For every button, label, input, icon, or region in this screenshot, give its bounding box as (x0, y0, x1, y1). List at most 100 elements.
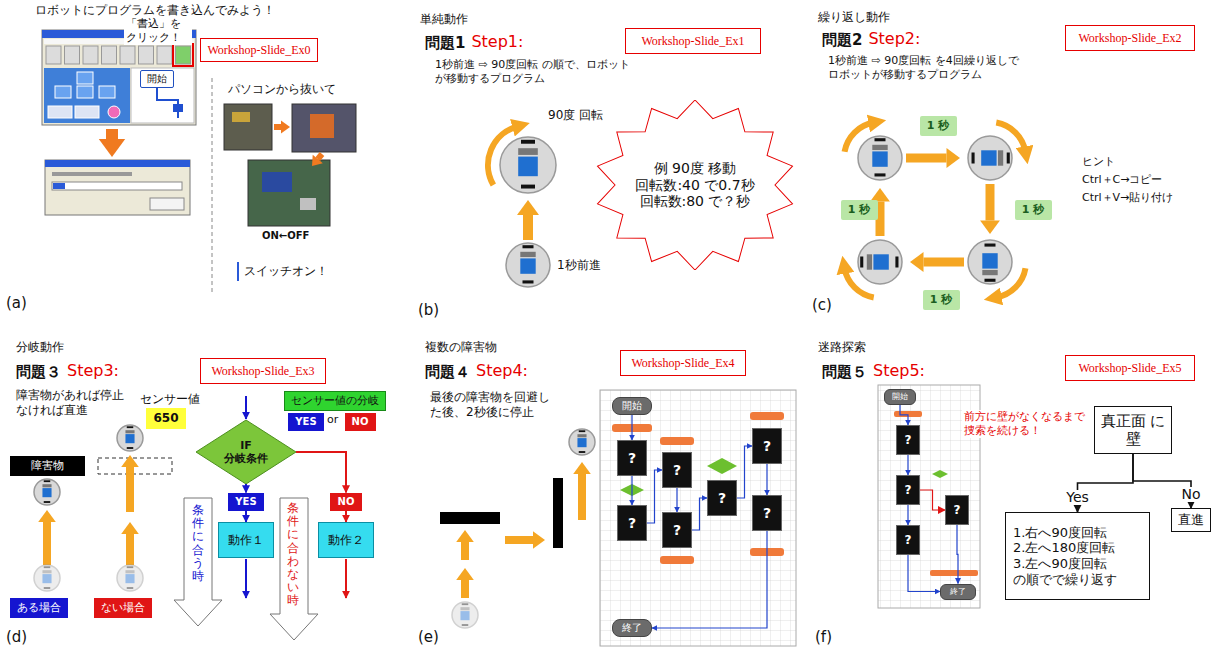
right-button (99, 86, 115, 98)
node-text: ? (673, 462, 681, 479)
loop-block (660, 556, 694, 564)
text-label: 問題３ (16, 363, 61, 382)
obstacle-bar: 障害物 (10, 456, 85, 476)
node-text: Workshop-Slide_Ex4 (631, 356, 734, 370)
robot-sensor (982, 270, 997, 275)
text-label: 問題1 (425, 34, 465, 53)
edge-label: Yes (1064, 490, 1091, 505)
connector (907, 455, 908, 475)
node-text: ? (628, 515, 636, 532)
cable-photo (224, 104, 272, 150)
terminal-block: 開始 (612, 397, 652, 415)
terminal-block: 終了 (612, 619, 652, 637)
robot-icon (858, 240, 902, 284)
robot-bumper (579, 451, 586, 453)
node-text: ? (905, 433, 912, 447)
time-tag: 1 秒 (841, 200, 878, 220)
vertical-note: 条件に合わない時 (287, 502, 299, 608)
connector (766, 464, 767, 495)
move-arrow (106, 129, 118, 139)
text-label: (e) (418, 628, 439, 647)
robot-sensor (518, 148, 538, 155)
text-label: 1秒前進 (557, 258, 601, 273)
node-text: 650 (153, 411, 178, 425)
progress-fill (53, 183, 65, 189)
terminal-block: 開始 (884, 389, 916, 405)
action-list: 1.右へ90度回転2.左へ180度回転3.左へ90度回転の順でで繰り返す (1005, 512, 1150, 600)
node-text: IF (240, 439, 252, 452)
move-arrow-head (456, 530, 474, 542)
move-arrow-head (533, 531, 545, 549)
move-arrow-head (38, 510, 56, 522)
robot-icon (34, 565, 60, 591)
robot-bumper (44, 587, 51, 589)
step-tag: Step1: (471, 32, 523, 52)
node-text: 1.右へ90度回転 (1013, 525, 1107, 541)
robot-bumper (985, 279, 996, 282)
text-label: (b) (418, 301, 439, 320)
move-arrow (578, 474, 586, 520)
yes-tag: YES (228, 493, 264, 511)
node-text: 動作１ (228, 533, 264, 547)
toolbar-icon (157, 46, 172, 64)
slide-tag: Workshop-Slide_Ex2 (1065, 25, 1195, 51)
no-tag: NO (330, 493, 362, 511)
text-label: or (327, 413, 338, 427)
robot-board (577, 438, 586, 447)
robot-body (858, 136, 902, 180)
node-text: 2.左へ180度回転 (1013, 540, 1115, 556)
hidden-block: ? (896, 525, 920, 555)
program-block (173, 104, 183, 112)
step-tag: Step5: (873, 361, 925, 381)
flow-line (245, 559, 247, 598)
move-arrow-head (573, 462, 591, 474)
connector (920, 490, 945, 510)
flow-line (245, 396, 247, 419)
toolbar-icon (83, 46, 98, 64)
robot-bumper (521, 185, 535, 189)
program-canvas (131, 68, 194, 123)
node-text: Workshop-Slide_Ex2 (1078, 31, 1181, 45)
node-text: 回転数:80 で？秒 (640, 193, 751, 210)
robot-board (125, 434, 134, 443)
robot-bumper (127, 566, 134, 568)
led-button (48, 106, 72, 118)
hidden-block: ? (707, 480, 737, 516)
step-tag: Step2: (868, 29, 920, 49)
step-tag: Step4: (476, 361, 528, 381)
left-button (55, 86, 71, 98)
move-arrow-head (312, 155, 323, 166)
robot-body (117, 565, 143, 591)
move-arrow (274, 124, 281, 130)
connector (907, 505, 908, 525)
toolbar-icon (46, 46, 61, 64)
node-text: 動作２ (328, 533, 364, 547)
move-arrow (43, 522, 51, 565)
battery-part (310, 114, 334, 138)
move-arrow (906, 154, 947, 163)
robot-board (982, 253, 997, 268)
stop-button (77, 86, 93, 98)
battery-photo (292, 104, 356, 152)
node-text: ? (718, 490, 726, 507)
connector (908, 555, 940, 592)
robot-bumper (44, 566, 51, 568)
robot-sensor (125, 430, 134, 433)
hidden-block: ? (752, 428, 782, 464)
sensor-value: 650 (146, 408, 186, 429)
switch-part (300, 198, 316, 210)
turn-arrow (845, 123, 874, 152)
outline-arrow (270, 498, 318, 640)
node-text: 回転数:40 で0.7秒 (635, 177, 754, 194)
move-arrow-head (980, 221, 1000, 235)
toolbar-icon (176, 46, 191, 64)
robot-body (500, 137, 556, 193)
robot-icon (506, 243, 550, 287)
hidden-block: ? (945, 495, 969, 525)
robot-sensor (998, 150, 1003, 165)
step-tag: Step3: (67, 361, 119, 381)
robot-bumper (44, 480, 51, 482)
robot-body (858, 240, 902, 284)
node-text: YES (235, 496, 256, 508)
hidden-block: ? (896, 425, 920, 455)
